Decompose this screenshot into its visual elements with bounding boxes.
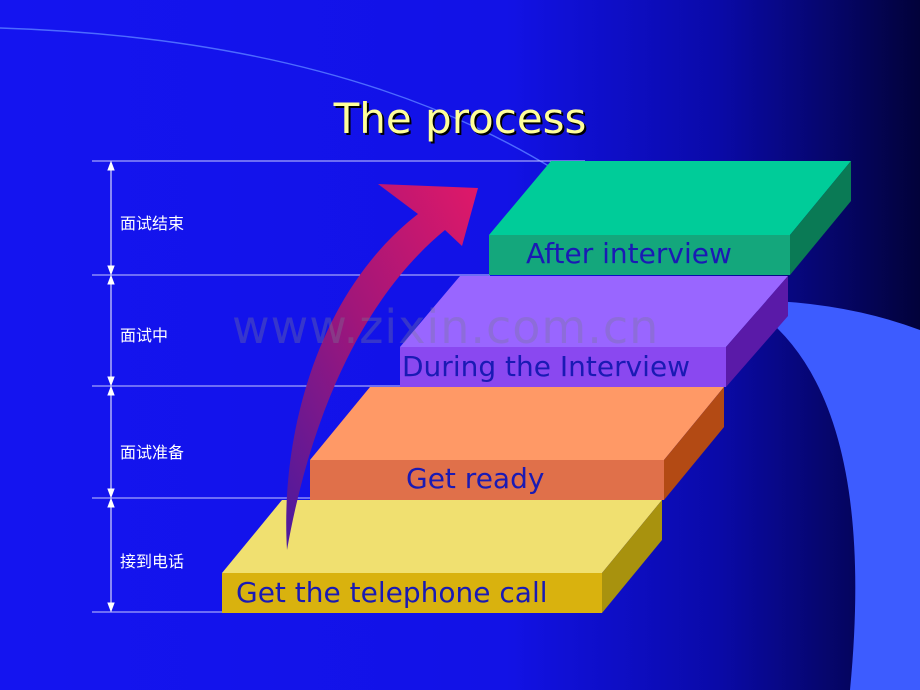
curved-up-arrow-icon bbox=[286, 184, 478, 550]
step-after-block bbox=[489, 161, 851, 275]
stage-label-finished: 面试结束 bbox=[120, 214, 185, 233]
decor-curve bbox=[0, 27, 601, 201]
slide-title: The process bbox=[333, 94, 587, 143]
step-label-after: After interview bbox=[526, 237, 732, 270]
stage-label-prepare: 面试准备 bbox=[120, 443, 185, 462]
stage-label-call: 接到电话 bbox=[120, 552, 185, 571]
step-label-during: During the Interview bbox=[402, 350, 691, 383]
step-label-telephone: Get the telephone call bbox=[236, 576, 548, 609]
step-label-ready: Get ready bbox=[406, 462, 545, 495]
step-ready-block bbox=[310, 387, 724, 500]
decor-blue-swoosh bbox=[740, 300, 920, 690]
step-telephone-block bbox=[222, 500, 662, 613]
step-during-block bbox=[400, 276, 788, 387]
stage-label-during: 面试中 bbox=[120, 326, 169, 345]
watermark: www.zixin.com.cn bbox=[232, 300, 660, 354]
dimension-arrow-icon bbox=[107, 160, 115, 613]
